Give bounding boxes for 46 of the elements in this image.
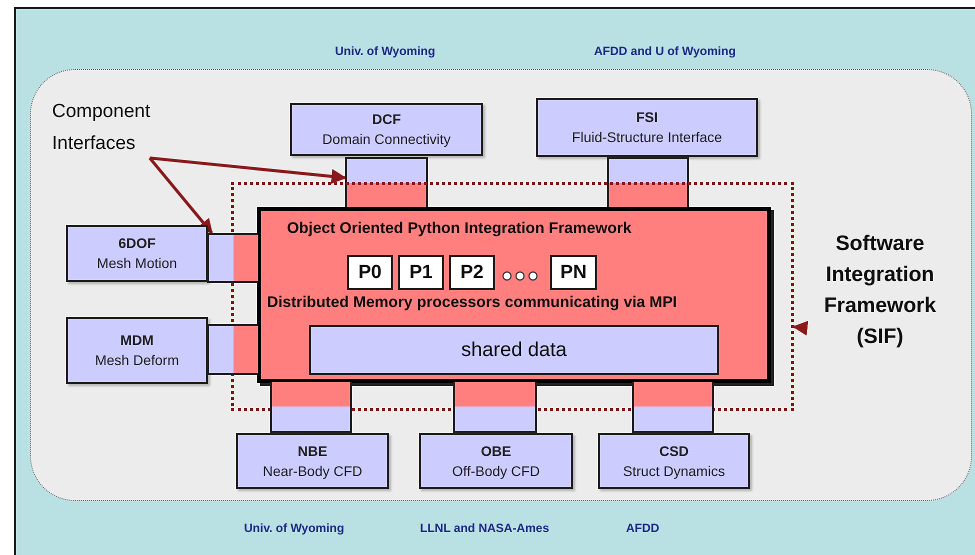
box-subtitle: Mesh Motion bbox=[96, 254, 178, 273]
interface-block bbox=[207, 233, 258, 283]
component-box bbox=[66, 317, 208, 384]
box-title: MDM bbox=[120, 331, 154, 350]
interface-block bbox=[207, 324, 258, 375]
component-box bbox=[598, 433, 750, 489]
box-title: NBE bbox=[298, 442, 328, 460]
framework-box bbox=[257, 207, 771, 383]
component-box bbox=[419, 433, 573, 489]
organization-label: Univ. of Wyoming bbox=[335, 44, 436, 58]
processor-box: PN bbox=[550, 255, 597, 290]
interface-block bbox=[270, 382, 352, 433]
component-box bbox=[290, 103, 483, 156]
box-title: OBE bbox=[480, 442, 512, 460]
framework-subtitle: Distributed Memory processors communicating via MPI bbox=[267, 294, 677, 312]
box-subtitle: Mesh Deform bbox=[94, 351, 180, 370]
processor-box: P2 bbox=[449, 255, 495, 290]
box-subtitle: Domain Connectivity bbox=[322, 130, 451, 149]
box-title: DCF bbox=[372, 110, 401, 129]
organization-label: LLNL and NASA-Ames bbox=[420, 521, 550, 535]
organization-label: AFDD and U of Wyoming bbox=[594, 44, 736, 58]
shared-data-box: shared data bbox=[309, 325, 719, 375]
interface-block bbox=[607, 157, 689, 207]
component-box bbox=[536, 98, 758, 157]
box-subtitle: Off-Body CFD bbox=[452, 462, 540, 480]
organization-label: AFDD bbox=[626, 521, 660, 535]
interface-block bbox=[345, 157, 428, 207]
arrow bbox=[148, 157, 213, 234]
processor-box: P1 bbox=[398, 255, 444, 290]
component-box bbox=[236, 433, 389, 489]
box-title: 6DOF bbox=[118, 234, 156, 253]
interface-block bbox=[632, 382, 714, 433]
annotation-text: Software Integration Framework (SIF) bbox=[805, 228, 955, 353]
arrow bbox=[150, 156, 346, 184]
box-subtitle: Near-Body CFD bbox=[262, 462, 362, 480]
arrow bbox=[792, 320, 808, 336]
component-box bbox=[66, 225, 208, 282]
organization-label: Univ. of Wyoming bbox=[244, 521, 344, 535]
processor-box: P0 bbox=[347, 255, 393, 290]
annotation-text: Component Interfaces bbox=[52, 96, 167, 158]
interface-block bbox=[453, 382, 537, 433]
box-title: FSI bbox=[636, 108, 658, 127]
box-title: CSD bbox=[659, 442, 689, 460]
box-subtitle: Struct Dynamics bbox=[623, 462, 725, 480]
framework-title: Object Oriented Python Integration Framework bbox=[287, 220, 632, 238]
box-subtitle: Fluid-Structure Interface bbox=[572, 128, 722, 147]
